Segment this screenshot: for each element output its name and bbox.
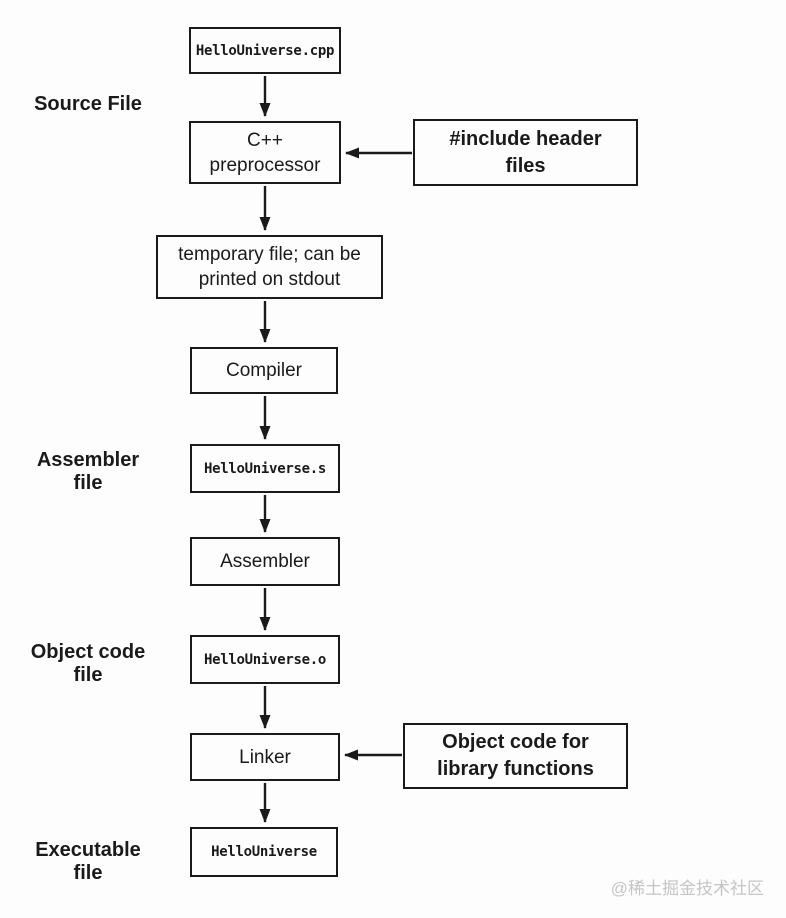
node-temporary-file: temporary file; can be printed on stdout [156, 235, 383, 299]
stage-label-executable-file: Executable file [35, 839, 141, 884]
node-library-objects: Object code for library functions [403, 723, 628, 789]
node-library-objects-label: Object code for library functions [437, 731, 594, 780]
node-linker: Linker [190, 733, 340, 781]
stage-label-assembler-file: Assembler file [36, 449, 140, 494]
stage-label-object-code-file: Object code file [30, 641, 146, 686]
node-object-file-label: HelloUniverse.o [204, 651, 326, 668]
node-source-file: HelloUniverse.cpp [189, 27, 341, 74]
node-cpp-preprocessor: C++ preprocessor [189, 121, 341, 184]
node-executable-file: HelloUniverse [190, 827, 338, 877]
watermark-text: @稀土掘金技术社区 [610, 879, 764, 898]
node-source-file-label: HelloUniverse.cpp [195, 42, 335, 59]
node-cpp-preprocessor-label: C++ preprocessor [209, 129, 321, 176]
node-assembly-file-label: HelloUniverse.s [204, 460, 326, 477]
stage-label-source-file: Source File [34, 93, 142, 115]
node-linker-label: Linker [239, 746, 291, 768]
node-assembly-file: HelloUniverse.s [190, 444, 340, 493]
node-assembler: Assembler [190, 537, 340, 586]
node-compiler: Compiler [190, 347, 338, 394]
node-executable-file-label: HelloUniverse [211, 844, 317, 860]
node-temporary-file-label: temporary file; can be printed on stdout [178, 244, 361, 290]
node-compiler-label: Compiler [225, 360, 303, 381]
node-include-header-files-label: #include header files [449, 127, 602, 177]
node-object-file: HelloUniverse.o [190, 635, 340, 684]
node-include-header-files: #include header files [413, 119, 638, 186]
node-assembler-label: Assembler [220, 551, 310, 572]
